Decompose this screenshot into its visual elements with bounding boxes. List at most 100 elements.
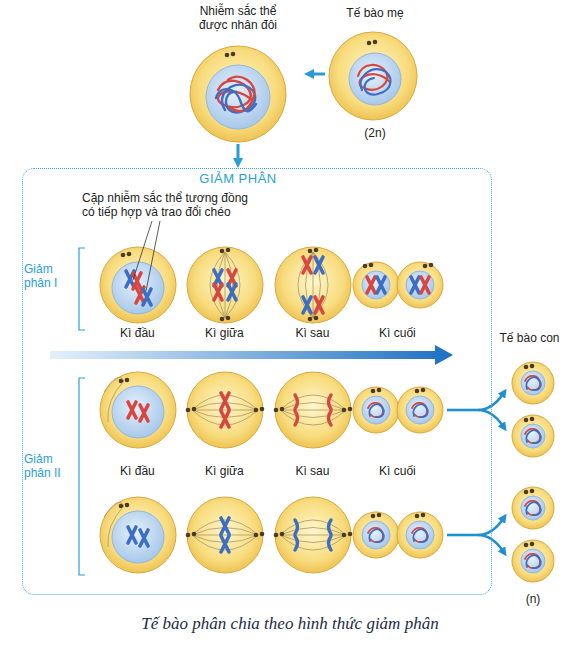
prophase-one-cell: [100, 247, 176, 323]
phase-label: Kì giữa: [182, 464, 266, 478]
anaphase-two-cell: [274, 497, 353, 573]
mother-cell: Tế bào mẹ (2n): [325, 4, 425, 144]
mother-cell-art: [367, 40, 378, 46]
mother-cell-art: [358, 65, 391, 95]
phase-cell: Kì giữa: [182, 369, 266, 481]
metaphase-two-cell: [187, 372, 263, 448]
mother-cell-art: [349, 53, 401, 105]
mother-cell-art: [329, 32, 417, 120]
prophase-two-cell: [104, 377, 124, 422]
metaphase-two-cell: [187, 497, 263, 573]
prophase-two-cell: [128, 402, 136, 418]
metaphase-two-cell: [254, 407, 265, 413]
flow-arrow: [237, 144, 240, 161]
anaphase-two-cell: [295, 520, 298, 534]
duplicated-cell-art: [216, 89, 256, 111]
group-label: Tế bào con: [496, 331, 563, 345]
duplicated-cell-art: [190, 46, 286, 142]
split-arrows: [478, 394, 503, 410]
metaphase-one-cell: [228, 284, 236, 300]
prophase-two-cell: [100, 497, 176, 573]
callout-text: Cặp nhiễm sắc thể tương đồng có tiếp hợp…: [82, 191, 260, 219]
anaphase-two-cell: [329, 536, 332, 550]
anaphase-two-cell: [295, 536, 298, 550]
anaphase-two-cell: [329, 411, 332, 425]
meiosis-illustration: [512, 415, 554, 457]
phase-cell: Kì sau: [273, 369, 351, 481]
split-arrows: [478, 519, 503, 535]
metaphase-two-cell: [221, 518, 229, 534]
split-arrows: [447, 409, 478, 412]
phase-label: Kì đầu: [95, 464, 179, 478]
anaphase-two-cell: [295, 411, 298, 425]
phase-label: Kì sau: [273, 464, 351, 478]
split-arrows: [478, 535, 503, 551]
telophase-one-cell: [377, 277, 385, 293]
metaphase-two-cell: [254, 532, 265, 538]
prophase-two-cell: [140, 405, 148, 421]
telophase-two-cell: [415, 513, 426, 519]
prophase-two-cell: [100, 372, 176, 448]
telophase-two-cell: [412, 528, 428, 542]
anaphase-two-cell: [342, 407, 353, 413]
metaphase-one-cell: [187, 247, 263, 323]
telophase-one-cell: [363, 263, 374, 269]
anaphase-two-cell: [274, 532, 285, 538]
telophase-one-cell: [421, 277, 429, 293]
leader-line: [133, 221, 160, 291]
prophase-two-cell: [128, 527, 136, 543]
telophase-two-cell: [412, 403, 428, 417]
flow-arrow: [311, 73, 325, 76]
metaphase-two-cell: [221, 411, 229, 427]
prophase-two-cell: [100, 372, 176, 448]
anaphase-one-cell: [303, 257, 311, 273]
metaphase-two-cell: [221, 536, 229, 552]
metaphase-one-cell: [214, 284, 222, 300]
ploidy-label: (n): [503, 592, 563, 606]
phase-cell: Kì sau: [273, 244, 351, 344]
telophase-one-cell: [423, 263, 434, 269]
ploidy-label: (2n): [325, 126, 425, 140]
metaphase-one-cell: [187, 247, 263, 323]
telophase-one-cell: [353, 262, 443, 308]
prophase-two-cell: [140, 530, 148, 546]
duplicated-cell: Nhiễm sắc thể được nhân đôi: [172, 2, 304, 144]
anaphase-two-cell: [275, 372, 351, 448]
metaphase-two-cell: [186, 372, 265, 448]
telophase-two-cell: [353, 512, 399, 558]
prophase-two-cell: [112, 511, 164, 563]
split-arrows: [447, 394, 503, 551]
telophase-one-cell: [411, 277, 419, 293]
anaphase-two-cell: [342, 532, 353, 538]
duplicated-cell-art: [216, 77, 256, 113]
meiosis-illustration: [512, 487, 554, 529]
figure-caption: Tế bào phân chia theo hình thức giảm phâ…: [40, 614, 540, 634]
metaphase-two-cell: [221, 393, 229, 409]
telophase-two-cell: [371, 388, 382, 394]
metaphase-two-cell: [186, 532, 197, 538]
anaphase-two-cell: [274, 372, 353, 448]
phase-cell: Kì cuối: [352, 244, 442, 344]
anaphase-two-cell: [275, 497, 351, 573]
phase-label: Kì giữa: [182, 326, 266, 340]
prophase-one-cell: [100, 247, 176, 323]
phase-cell: Kì đầu: [95, 244, 179, 344]
anaphase-one-cell: [298, 252, 328, 318]
telophase-two-cell: [415, 388, 426, 394]
phase-label: Kì sau: [273, 326, 351, 340]
metaphase-one-cell: [220, 248, 231, 254]
metaphase-two-cell: [186, 407, 197, 413]
anaphase-one-cell: [308, 248, 319, 254]
telophase-two-cell: [368, 528, 384, 542]
split-arrows: [447, 534, 478, 537]
phase-name: Giảm phân I: [24, 262, 76, 290]
telophase-one-cell: [397, 262, 443, 308]
phase-label: Kì đầu: [95, 326, 179, 340]
cell-label: Tế bào mẹ: [325, 6, 425, 20]
telophase-two-cell: [368, 403, 384, 417]
prophase-one-cell: [121, 252, 132, 258]
anaphase-two-cell: [274, 407, 285, 413]
